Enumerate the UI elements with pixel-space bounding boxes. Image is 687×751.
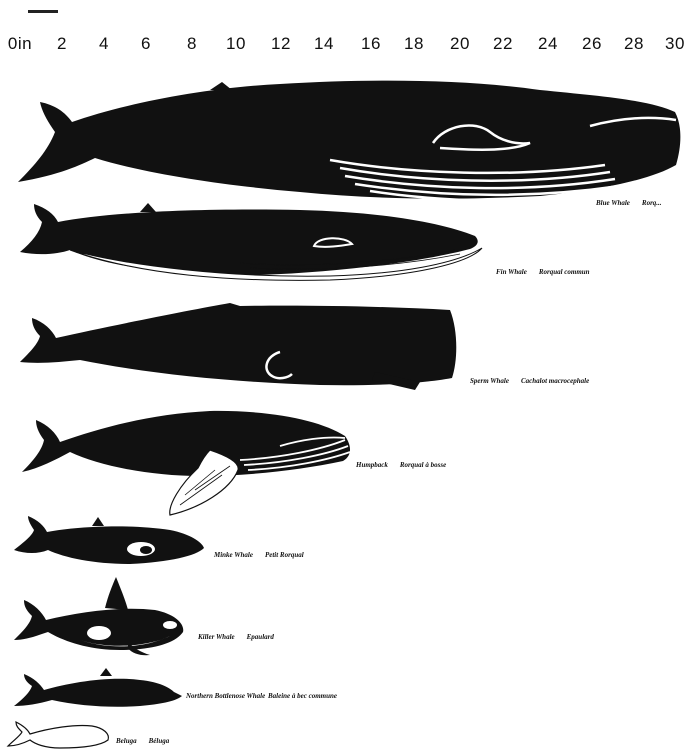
fin-whale-label: Fin Whale Rorqual commun	[496, 268, 590, 276]
killer-whale-common-name: Killer Whale	[198, 633, 235, 641]
bottlenose-whale-silhouette	[14, 668, 182, 707]
beluga-latin-name: Béluga	[149, 737, 170, 745]
blue-whale-latin-name: Rorq...	[642, 199, 662, 207]
sperm-whale-silhouette	[20, 303, 456, 390]
bottlenose-whale-common-name: Northern Bottlenose Whale	[186, 692, 266, 701]
bottlenose-whale-latin-name: Baleine à bec commune	[268, 692, 338, 701]
blue-whale-silhouette	[18, 81, 680, 201]
fin-whale-silhouette	[20, 203, 482, 280]
sperm-whale-latin-name: Cachalot macrocephale	[521, 377, 589, 385]
fin-whale-latin-name: Rorqual commun	[539, 268, 590, 276]
fin-whale-common-name: Fin Whale	[496, 268, 527, 276]
minke-whale-latin-name: Petit Rorqual	[265, 551, 304, 559]
humpback-common-name: Humpback	[356, 461, 388, 469]
beluga-silhouette	[8, 722, 108, 748]
blue-whale-common-name: Blue Whale	[596, 199, 630, 207]
killer-whale-label: Killer Whale Epaulard	[198, 633, 274, 641]
killer-whale-silhouette	[14, 577, 183, 655]
beluga-label: Beluga Béluga	[116, 737, 169, 745]
humpback-silhouette	[22, 411, 350, 515]
sperm-whale-label: Sperm Whale Cachalot macrocephale	[470, 377, 589, 385]
humpback-latin-name: Rorqual à bosse	[400, 461, 446, 469]
blue-whale-label: Blue Whale Rorq...	[596, 199, 662, 207]
minke-whale-silhouette	[14, 516, 204, 564]
minke-whale-label: Minke Whale Petit Rorqual	[214, 551, 304, 559]
sperm-whale-common-name: Sperm Whale	[470, 377, 509, 385]
humpback-label: Humpback Rorqual à bosse	[356, 461, 446, 469]
minke-whale-common-name: Minke Whale	[214, 551, 253, 559]
killer-whale-latin-name: Epaulard	[247, 633, 274, 641]
beluga-common-name: Beluga	[116, 737, 137, 745]
